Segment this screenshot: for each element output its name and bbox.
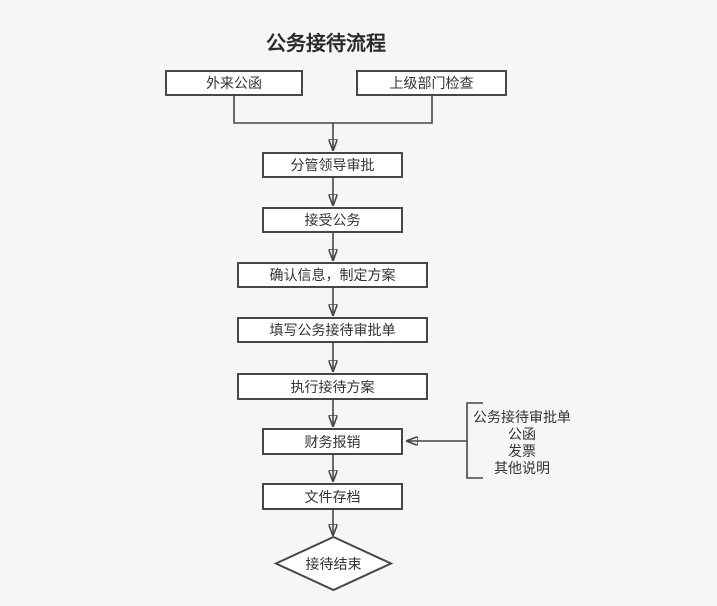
node-label: 上级部门检查 bbox=[389, 75, 474, 91]
node-accept-business: 接受公务 bbox=[262, 207, 403, 233]
node-external-letter: 外来公函 bbox=[165, 70, 303, 96]
node-label: 填写公务接待审批单 bbox=[269, 322, 396, 338]
node-fill-approval-form: 填写公务接待审批单 bbox=[237, 317, 428, 343]
flowchart-title: 公务接待流程 bbox=[266, 33, 386, 55]
node-confirm-info: 确认信息，制定方案 bbox=[237, 262, 428, 288]
side-note-line: 公务接待审批单 bbox=[473, 409, 571, 425]
side-note-text: 公务接待审批单 公函 发票 其他说明 bbox=[470, 409, 574, 477]
node-execute-plan: 执行接待方案 bbox=[237, 373, 428, 400]
node-label: 执行接待方案 bbox=[290, 378, 375, 395]
node-label: 财务报销 bbox=[304, 433, 361, 450]
node-label: 接受公务 bbox=[304, 212, 361, 228]
end-diamond-shape bbox=[273, 535, 394, 592]
node-leader-approval: 分管领导审批 bbox=[262, 152, 403, 178]
node-financial-reimbursement: 财务报销 bbox=[262, 428, 403, 455]
side-note-line: 发票 bbox=[508, 443, 536, 459]
side-note-line: 公函 bbox=[508, 426, 536, 442]
merge-connector bbox=[233, 96, 433, 124]
node-reception-end: 接待结束 bbox=[273, 535, 394, 592]
side-note-line: 其他说明 bbox=[494, 460, 550, 476]
node-superior-inspection: 上级部门检查 bbox=[356, 70, 507, 96]
node-label: 接待结束 bbox=[305, 555, 362, 572]
node-label: 确认信息，制定方案 bbox=[269, 267, 396, 283]
node-label: 文件存档 bbox=[304, 488, 361, 505]
node-label: 分管领导审批 bbox=[290, 157, 375, 173]
node-file-archive: 文件存档 bbox=[262, 483, 403, 510]
side-note-bracket bbox=[466, 402, 483, 479]
node-label: 外来公函 bbox=[206, 75, 262, 91]
